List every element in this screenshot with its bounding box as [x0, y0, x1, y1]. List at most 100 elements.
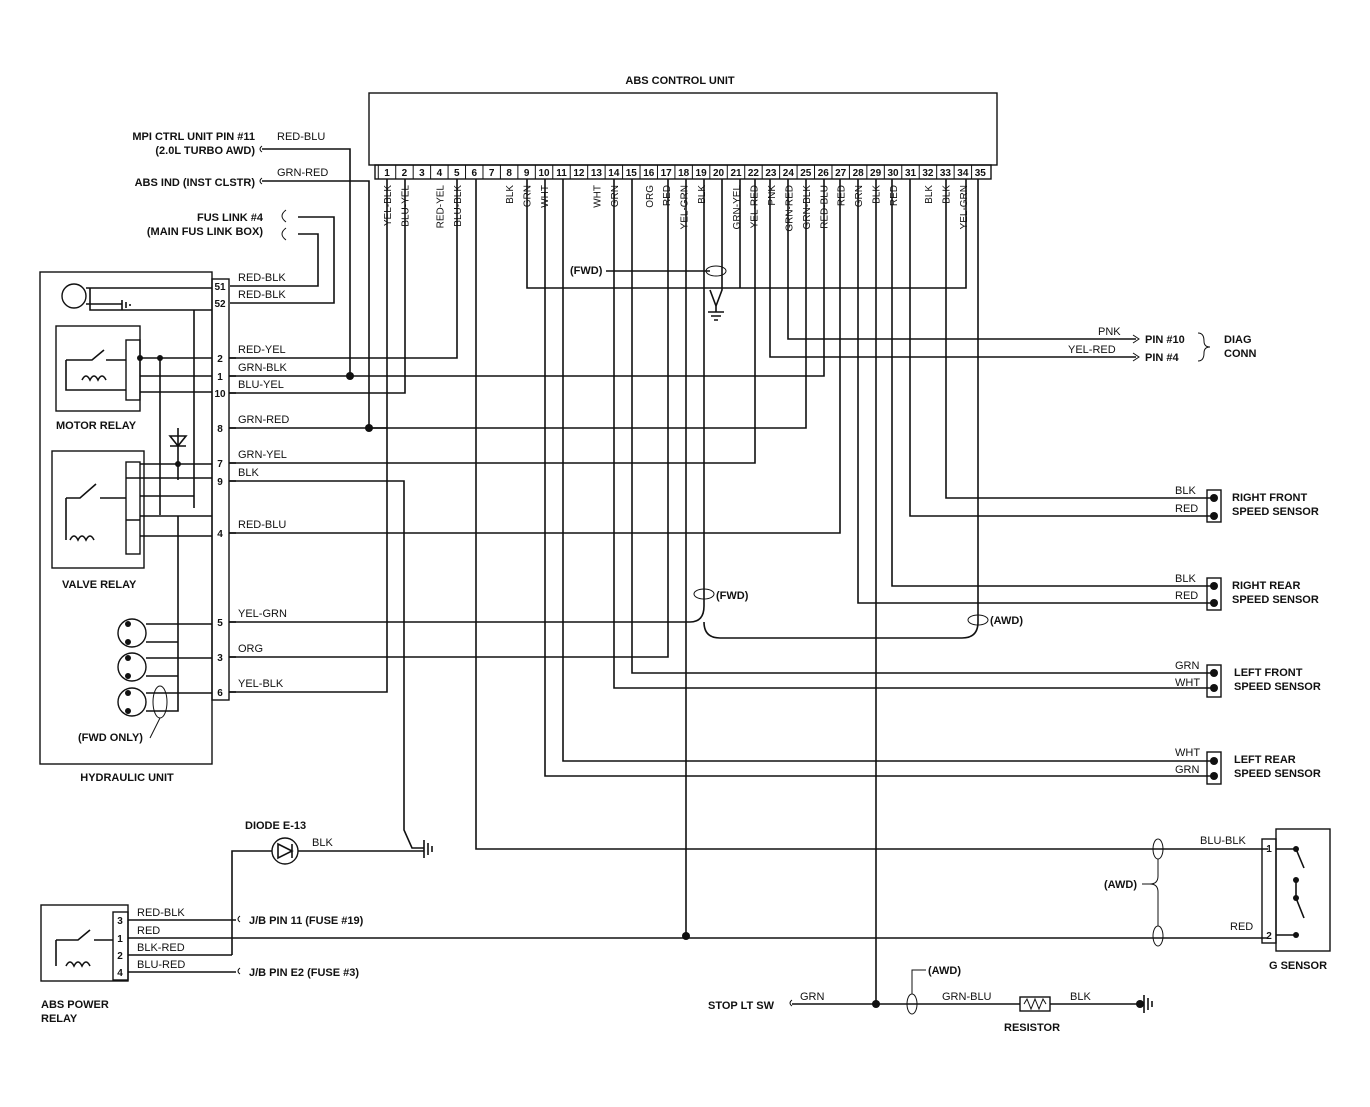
motor-relay-label: MOTOR RELAY	[56, 420, 137, 432]
junction-dot	[175, 461, 181, 467]
ecu-wire-color-label: BLU-YEL	[400, 185, 411, 227]
wire-red-blu-ecu26	[229, 179, 841, 534]
g-sensor-box	[1275, 828, 1331, 952]
ecu-pin-number: 34	[957, 168, 969, 179]
ecu-pin-number: 33	[940, 168, 952, 179]
fwd-only-leader	[149, 717, 161, 739]
ecu-pin-number: 12	[573, 168, 585, 179]
wire-grn-blk-ecu25	[229, 179, 825, 377]
ecu-pin-number: 26	[818, 168, 830, 179]
g-sensor-wire2: RED	[1230, 921, 1253, 933]
power-relay-wire-label: BLK-RED	[137, 942, 185, 954]
ecu-pin-number: 10	[538, 168, 550, 179]
fus-link-label: FUS LINK #4	[197, 212, 264, 224]
ecu-wire-color-label: RED	[837, 185, 848, 206]
svg-text:SPEED SENSOR: SPEED SENSOR	[1234, 681, 1321, 693]
diode-e13-icon	[271, 837, 299, 865]
resistor-icon	[1019, 996, 1051, 1012]
svg-text:LEFT FRONT: LEFT FRONT	[1234, 667, 1303, 679]
fwd-shield-top	[705, 265, 727, 277]
wire-grn-red-ecu24	[369, 179, 807, 429]
valve-relay-box	[51, 450, 145, 569]
awd-leader-stop	[911, 969, 926, 994]
diode-wire	[231, 850, 424, 955]
power-relay-pin-number: 2	[117, 951, 123, 962]
ecu-wire-color-label: BLU-BLK	[453, 185, 464, 227]
awd-shield-g2	[1152, 925, 1164, 947]
power-relay-terminals	[112, 911, 129, 981]
ecu-wire-color-label: GRN	[854, 185, 865, 207]
ecu-pin-number: 17	[661, 168, 673, 179]
solenoid-valves	[117, 516, 212, 719]
awd-label-g: (AWD)	[1104, 879, 1137, 891]
diode-wire-label: BLK	[312, 837, 333, 849]
wire-blk-hyd9	[229, 480, 424, 849]
wire-fwd-ground-loop	[526, 179, 967, 289]
ecu-pin-number: 15	[626, 168, 638, 179]
ecu-pin-number: 13	[591, 168, 603, 179]
ecu-pin-number: 1	[384, 168, 390, 179]
junction-dot	[1293, 846, 1299, 852]
ecu-pin-number: 29	[870, 168, 882, 179]
power-relay-sublabel: RELAY	[41, 1013, 78, 1025]
hydraulic-wire-label: RED-BLK	[238, 272, 286, 284]
svg-text:GRN: GRN	[1175, 660, 1200, 672]
wire-pnk-ecu23	[787, 179, 1136, 340]
fus-link-mark	[281, 209, 287, 241]
ecu-pin-number: 6	[471, 168, 477, 179]
hydraulic-pin-number: 1	[217, 372, 223, 383]
wire-blk-ecu32	[945, 179, 1215, 499]
mpi-ctrl-sublabel: (2.0L TURBO AWD)	[155, 145, 255, 157]
ecu-wire-color-label: WHT	[592, 185, 603, 208]
svg-text:BLK: BLK	[1175, 573, 1196, 585]
wire-grn-ecu14	[631, 179, 1215, 674]
ecu-wire-color-label: GRN-RED	[784, 185, 795, 232]
ecu-wire-color-label: BLK	[697, 185, 708, 204]
svg-text:RIGHT FRONT: RIGHT FRONT	[1232, 492, 1307, 504]
hydraulic-pin-number: 4	[217, 529, 223, 540]
hydraulic-wire-label: GRN-YEL	[238, 449, 287, 461]
hydraulic-wire-label: BLK	[238, 467, 259, 479]
motor-relay-terminals	[125, 339, 141, 401]
svg-text:WHT: WHT	[1175, 677, 1200, 689]
wire-yel-grn-ecu18	[229, 179, 705, 623]
hydraulic-wire-label: YEL-GRN	[238, 608, 287, 620]
wire-blk-ecu29	[891, 179, 1215, 587]
motor-relay-contacts	[65, 349, 126, 391]
mpi-ctrl-label: MPI CTRL UNIT PIN #11	[132, 131, 255, 143]
g-sensor-label: G SENSOR	[1269, 960, 1327, 972]
hydraulic-pin-number: 5	[217, 618, 223, 629]
ecu-wire-color-label: BLK	[924, 185, 935, 204]
stop-lt-wire-grn: GRN	[800, 991, 825, 1003]
wire-org-ecu16	[229, 179, 669, 658]
diag-pin10: PIN #10	[1145, 334, 1185, 346]
g-sensor-pin2: 2	[1266, 931, 1272, 942]
power-relay-wire-label: RED-BLK	[137, 907, 185, 919]
ecu-wire-color-label: BLK	[505, 185, 516, 204]
ecu-wire-color-label: GRN	[523, 185, 534, 207]
pump-motor-icon	[61, 283, 87, 309]
fus-link-sublabel: (MAIN FUS LINK BOX)	[147, 226, 263, 238]
left-front-speed-sensor: GRN WHT LEFT FRONT SPEED SENSOR	[1175, 660, 1321, 698]
ecu-pin-number: 14	[608, 168, 620, 179]
ground-icon-ecu	[708, 306, 724, 321]
ecu-pin-number: 25	[800, 168, 812, 179]
junction-dot	[346, 372, 354, 380]
wire-wht-ecu13	[613, 179, 1215, 689]
ecu-pin-number: 8	[506, 168, 512, 179]
junction-dot	[1293, 932, 1299, 938]
hydraulic-pin-number: 10	[214, 389, 226, 400]
ecu-pin-number: 30	[887, 168, 899, 179]
hydraulic-pin-number: 9	[217, 477, 223, 488]
svg-text:WHT: WHT	[1175, 747, 1200, 759]
hydraulic-pin-labels: 51RED-BLK52RED-BLK2RED-YEL1GRN-BLK10BLU-…	[214, 272, 289, 699]
motor-relay-leads	[140, 357, 212, 393]
wire-blk-ecu19	[709, 179, 723, 307]
hydraulic-wire-label: ORG	[238, 643, 263, 655]
hydraulic-pin-number: 51	[214, 282, 226, 293]
ecu-pin-number: 24	[783, 168, 795, 179]
stop-lt-wire-grn-blu: GRN-BLU	[942, 991, 992, 1003]
ecu-pin-number: 19	[696, 168, 708, 179]
